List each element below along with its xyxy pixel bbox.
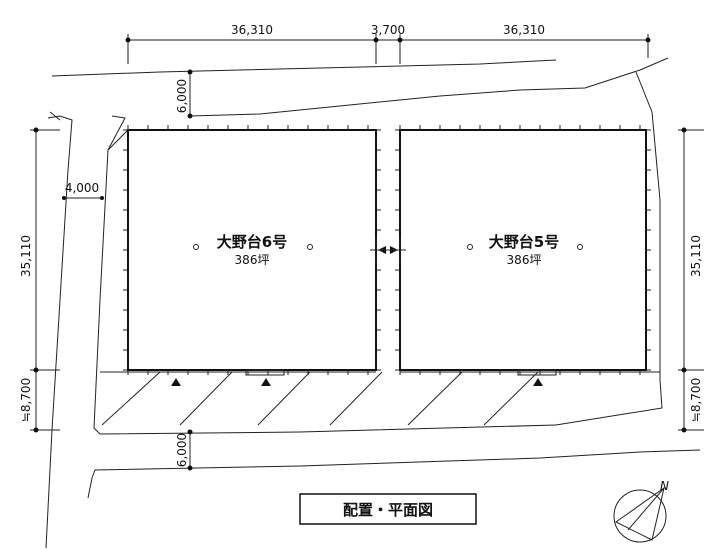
- dim-road-top: 6,000: [175, 79, 189, 113]
- dim-top-gap: 3,700: [371, 23, 405, 37]
- dim-left-parking: ≒8,700: [19, 378, 33, 422]
- building-6-label: 大野台6号 386坪: [193, 233, 313, 267]
- caption-text: 配置・平面図: [343, 501, 433, 519]
- dim-right-parking: ≒8,700: [689, 378, 703, 422]
- north-arrow-icon: N: [613, 479, 669, 543]
- dimension-road-top: 6,000: [175, 69, 193, 119]
- dim-road-bottom: 6,000: [175, 433, 189, 467]
- dim-right-height: 35,110: [689, 235, 703, 277]
- plan-caption: 配置・平面図: [299, 493, 477, 525]
- dim-left-height: 35,110: [19, 235, 33, 277]
- dimension-left-height: 35,110 ≒8,700: [19, 127, 60, 433]
- dim-road-left: 4,000: [65, 181, 99, 195]
- dimension-road-left: 4,000: [62, 181, 104, 200]
- parking-hatch: [101, 371, 539, 426]
- dim-top-right: 36,310: [503, 23, 545, 37]
- gap-arrows: [370, 236, 406, 266]
- building-5-area: 386坪: [507, 253, 542, 267]
- dimension-road-bottom: 6,000: [175, 429, 193, 471]
- building-5-label: 大野台5号 386坪: [467, 233, 583, 267]
- dimension-top: 36,310 3,700 36,310: [125, 23, 651, 64]
- dimension-right-height: 35,110 ≒8,700: [678, 127, 704, 433]
- road-lines: [45, 57, 701, 549]
- building-6-area: 386坪: [235, 253, 270, 267]
- dim-top-left: 36,310: [231, 23, 273, 37]
- entrance-markers: [171, 369, 557, 386]
- north-label: N: [660, 479, 669, 493]
- building-6-name: 大野台6号: [217, 233, 287, 251]
- building-5-name: 大野台5号: [489, 233, 559, 251]
